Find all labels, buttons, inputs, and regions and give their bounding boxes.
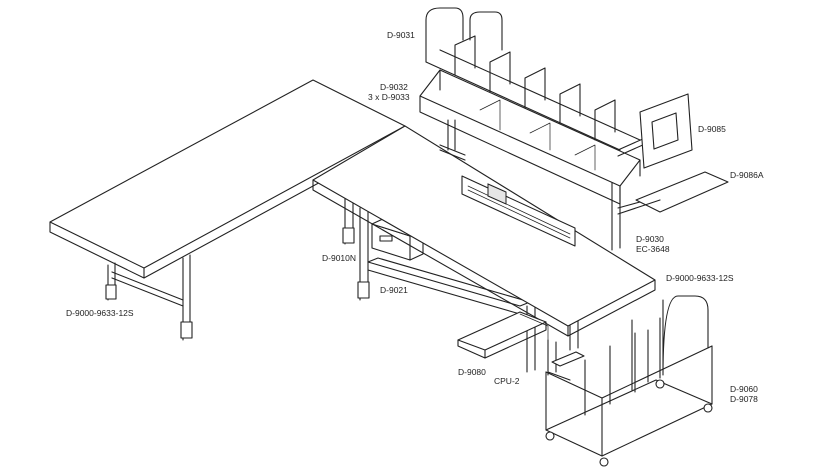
cart-caster <box>703 403 713 413</box>
label-d9021: D-9021 <box>380 285 408 295</box>
monitor-arm-bar <box>617 137 646 157</box>
cable-tray-slot <box>467 185 571 239</box>
sorter-end-panel <box>425 7 464 63</box>
cart-corner-post <box>545 345 713 457</box>
lower-shelf-rail <box>367 269 521 315</box>
overhead-structure <box>419 7 641 251</box>
label-d9031: D-9031 <box>387 30 415 40</box>
right-table-foot <box>357 281 370 299</box>
cpu-holder <box>547 339 585 381</box>
label-d9000-left: D-9000-9633-12S <box>66 308 134 318</box>
label-d9033: 3 x D-9033 <box>368 92 410 102</box>
monitor-arm <box>617 93 693 169</box>
right-table <box>312 125 656 373</box>
mobile-cart <box>545 295 713 467</box>
keyboard-tray-arm <box>519 313 549 347</box>
left-table-stretcher <box>111 271 184 307</box>
keyboard-tray <box>457 311 549 359</box>
label-cpu2: CPU-2 <box>494 376 520 386</box>
tablet-shelf <box>617 171 729 215</box>
cart-top-rail <box>545 345 713 399</box>
label-d9078: D-9078 <box>730 394 758 404</box>
sorter-divider <box>454 35 616 141</box>
bin-shelf-back <box>439 69 641 177</box>
label-d9032: D-9032 <box>380 82 408 92</box>
label-d9086a: D-9086A <box>730 170 764 180</box>
monitor-plate-inner <box>651 112 679 150</box>
tablet-shelf-top <box>635 171 729 213</box>
cart-caster <box>599 457 609 467</box>
cart-divider <box>584 317 661 416</box>
label-d9060: D-9060 <box>730 384 758 394</box>
label-d9030: D-9030 <box>636 234 664 244</box>
label-d9085: D-9085 <box>698 124 726 134</box>
right-table-top-edge <box>312 179 656 337</box>
left-table-foot <box>105 284 117 300</box>
drawer-handle <box>379 235 393 242</box>
tablet-shelf-arm <box>617 199 661 215</box>
label-d9000-right: D-9000-9633-12S <box>666 273 734 283</box>
callouts: D-9031 D-9032 3 x D-9033 D-9085 D-9086A … <box>66 30 764 404</box>
cart-end-panel <box>662 295 709 376</box>
power-strip <box>487 183 507 205</box>
cart-caster <box>545 431 555 441</box>
upright-bracket <box>439 144 466 161</box>
sorter-back-panel <box>469 11 503 51</box>
left-table-foot <box>180 321 193 339</box>
bin-shelf-divider <box>479 99 596 171</box>
label-ec3648: EC-3648 <box>636 244 670 254</box>
cart-caster <box>655 379 665 389</box>
keyboard-tray-top <box>457 311 547 351</box>
cpu-holder-clamp <box>551 351 585 367</box>
label-d9010n: D-9010N <box>322 253 356 263</box>
cpu-holder-frame <box>547 339 571 381</box>
label-d9080: D-9080 <box>458 367 486 377</box>
sorter-base <box>425 49 641 151</box>
bin-shelf-front <box>419 95 621 205</box>
upright <box>447 119 456 151</box>
left-table <box>49 79 406 341</box>
right-table-foot <box>342 227 355 244</box>
keyboard-tray-edge <box>457 321 547 359</box>
cart-rod <box>631 319 649 391</box>
cart-base <box>545 379 713 457</box>
